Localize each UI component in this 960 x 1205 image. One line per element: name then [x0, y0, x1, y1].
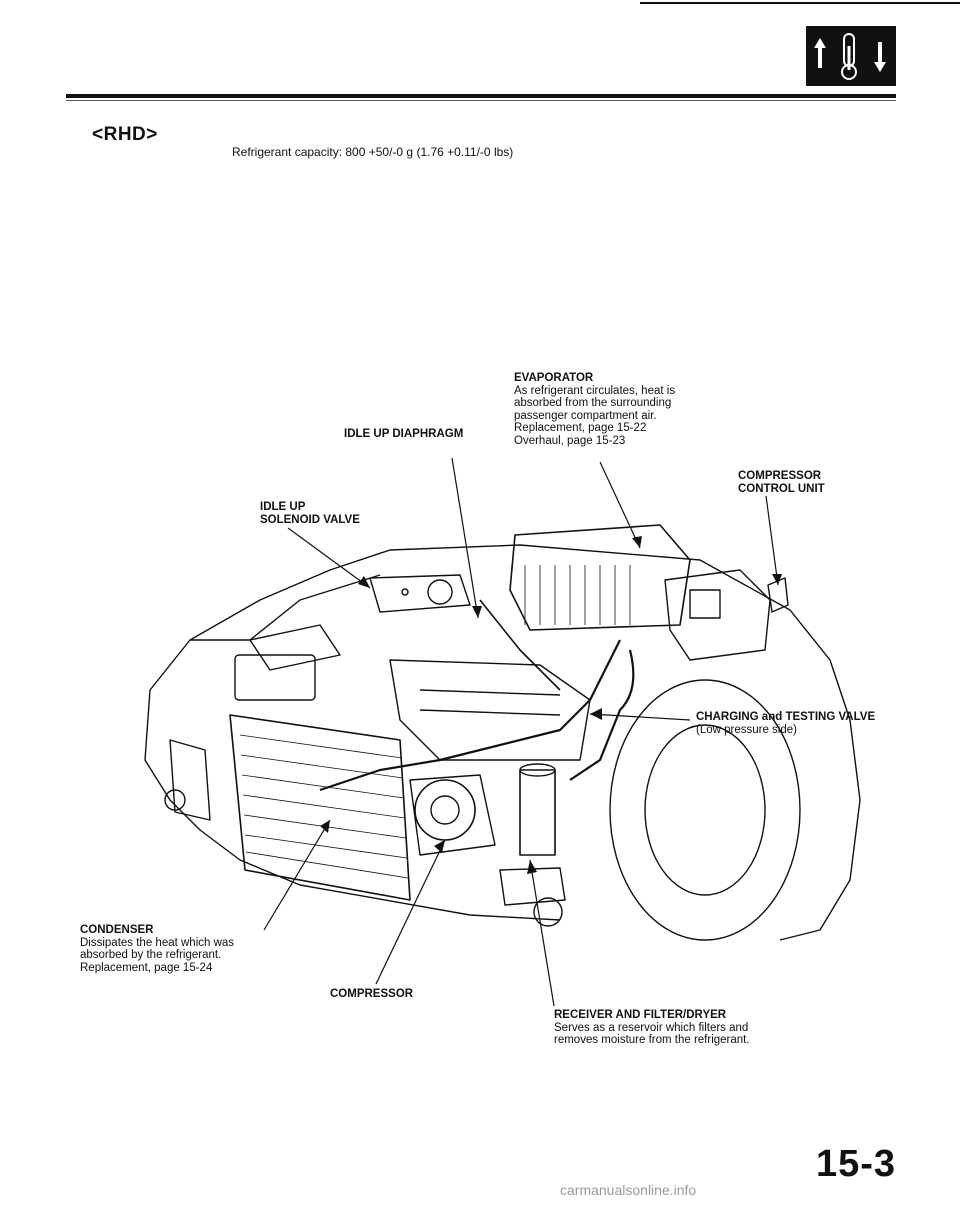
charging-valve-callout: CHARGING and TESTING VALVE (Low pressure…: [696, 711, 875, 736]
idle-up-diaphragm-title: IDLE UP DIAPHRAGM: [344, 428, 464, 440]
receiver-dryer: [519, 769, 556, 856]
evaporator-callout: EVAPORATOR As refrigerant circulates, he…: [514, 372, 734, 447]
evaporator-page-ref-2: Overhaul, page 15-23: [514, 434, 626, 447]
receiver-title: RECEIVER AND FILTER/DRYER: [554, 1009, 727, 1021]
leader-receiver: [529, 859, 555, 1007]
compressor-control-unit-callout: COMPRESSOR CONTROL UNIT: [738, 470, 825, 495]
section-tab-icon: [806, 26, 896, 86]
evaporator-title: EVAPORATOR: [514, 372, 594, 384]
wheel: [609, 679, 801, 941]
compressor-control-unit-title-1: COMPRESSOR: [738, 470, 822, 482]
evaporator-desc-1: As refrigerant circulates, heat is: [514, 384, 676, 397]
top-rule: [0, 0, 960, 6]
condenser-desc-2: absorbed by the refrigerant.: [80, 949, 222, 961]
page-number: 15-3: [816, 1143, 897, 1185]
evaporator-desc-3: passenger compartment air.: [514, 409, 657, 422]
receiver-desc-1: Serves as a reservoir which filters and: [554, 1021, 749, 1034]
body-outline: [149, 544, 861, 941]
compressor-control-unit-title-2: CONTROL UNIT: [738, 482, 825, 495]
header-rule: [66, 94, 896, 98]
leader-condenser: [263, 819, 331, 931]
condenser-callout: CONDENSER Dissipates the heat which was …: [80, 924, 280, 974]
engine-block: [389, 659, 591, 761]
condenser-core: [229, 714, 411, 901]
idle-up-solenoid-callout: IDLE UP SOLENOID VALVE: [260, 501, 360, 526]
leader-evaporator: [599, 461, 641, 549]
leader-compressor-control-unit: [765, 495, 779, 586]
evaporator-unit: [509, 524, 691, 631]
compressor-pulley: [414, 779, 476, 841]
charging-valve-note: (Low pressure side): [696, 723, 797, 736]
idle-up-solenoid-title-2: SOLENOID VALVE: [260, 513, 360, 526]
condenser-page-ref: Replacement, page 15-24: [80, 961, 213, 974]
compressor-callout: COMPRESSOR: [330, 988, 413, 1001]
receiver-callout: RECEIVER AND FILTER/DRYER Serves as a re…: [554, 1009, 804, 1047]
leader-charging-valve: [589, 713, 691, 721]
leader-idle-up-diaphragm: [451, 457, 479, 619]
evaporator-desc-2: absorbed from the surrounding: [514, 397, 672, 409]
refrigerant-line: [319, 639, 621, 792]
evaporator-page-ref-1: Replacement, page 15-22: [514, 422, 647, 434]
condenser-title: CONDENSER: [80, 924, 154, 936]
region-label: <RHD>: [92, 124, 158, 145]
compressor-title: COMPRESSOR: [330, 988, 414, 1000]
idle-up-solenoid-title-1: IDLE UP: [260, 501, 306, 513]
refrigerant-capacity: Refrigerant capacity: 800 +50/-0 g (1.76…: [232, 145, 514, 159]
idle-up-diaphragm-callout: IDLE UP DIAPHRAGM: [344, 428, 463, 441]
header-rule-thin: [66, 100, 896, 101]
receiver-desc-2: removes moisture from the refrigerant.: [554, 1034, 750, 1046]
leader-idle-up-solenoid: [287, 527, 371, 589]
leader-compressor: [375, 839, 446, 985]
condenser-desc-1: Dissipates the heat which was: [80, 936, 235, 949]
site-watermark: carmanualsonline.info: [560, 1182, 697, 1198]
thermometer-arrows-icon: [806, 26, 896, 86]
charging-valve-title: CHARGING and TESTING VALVE: [696, 711, 876, 723]
